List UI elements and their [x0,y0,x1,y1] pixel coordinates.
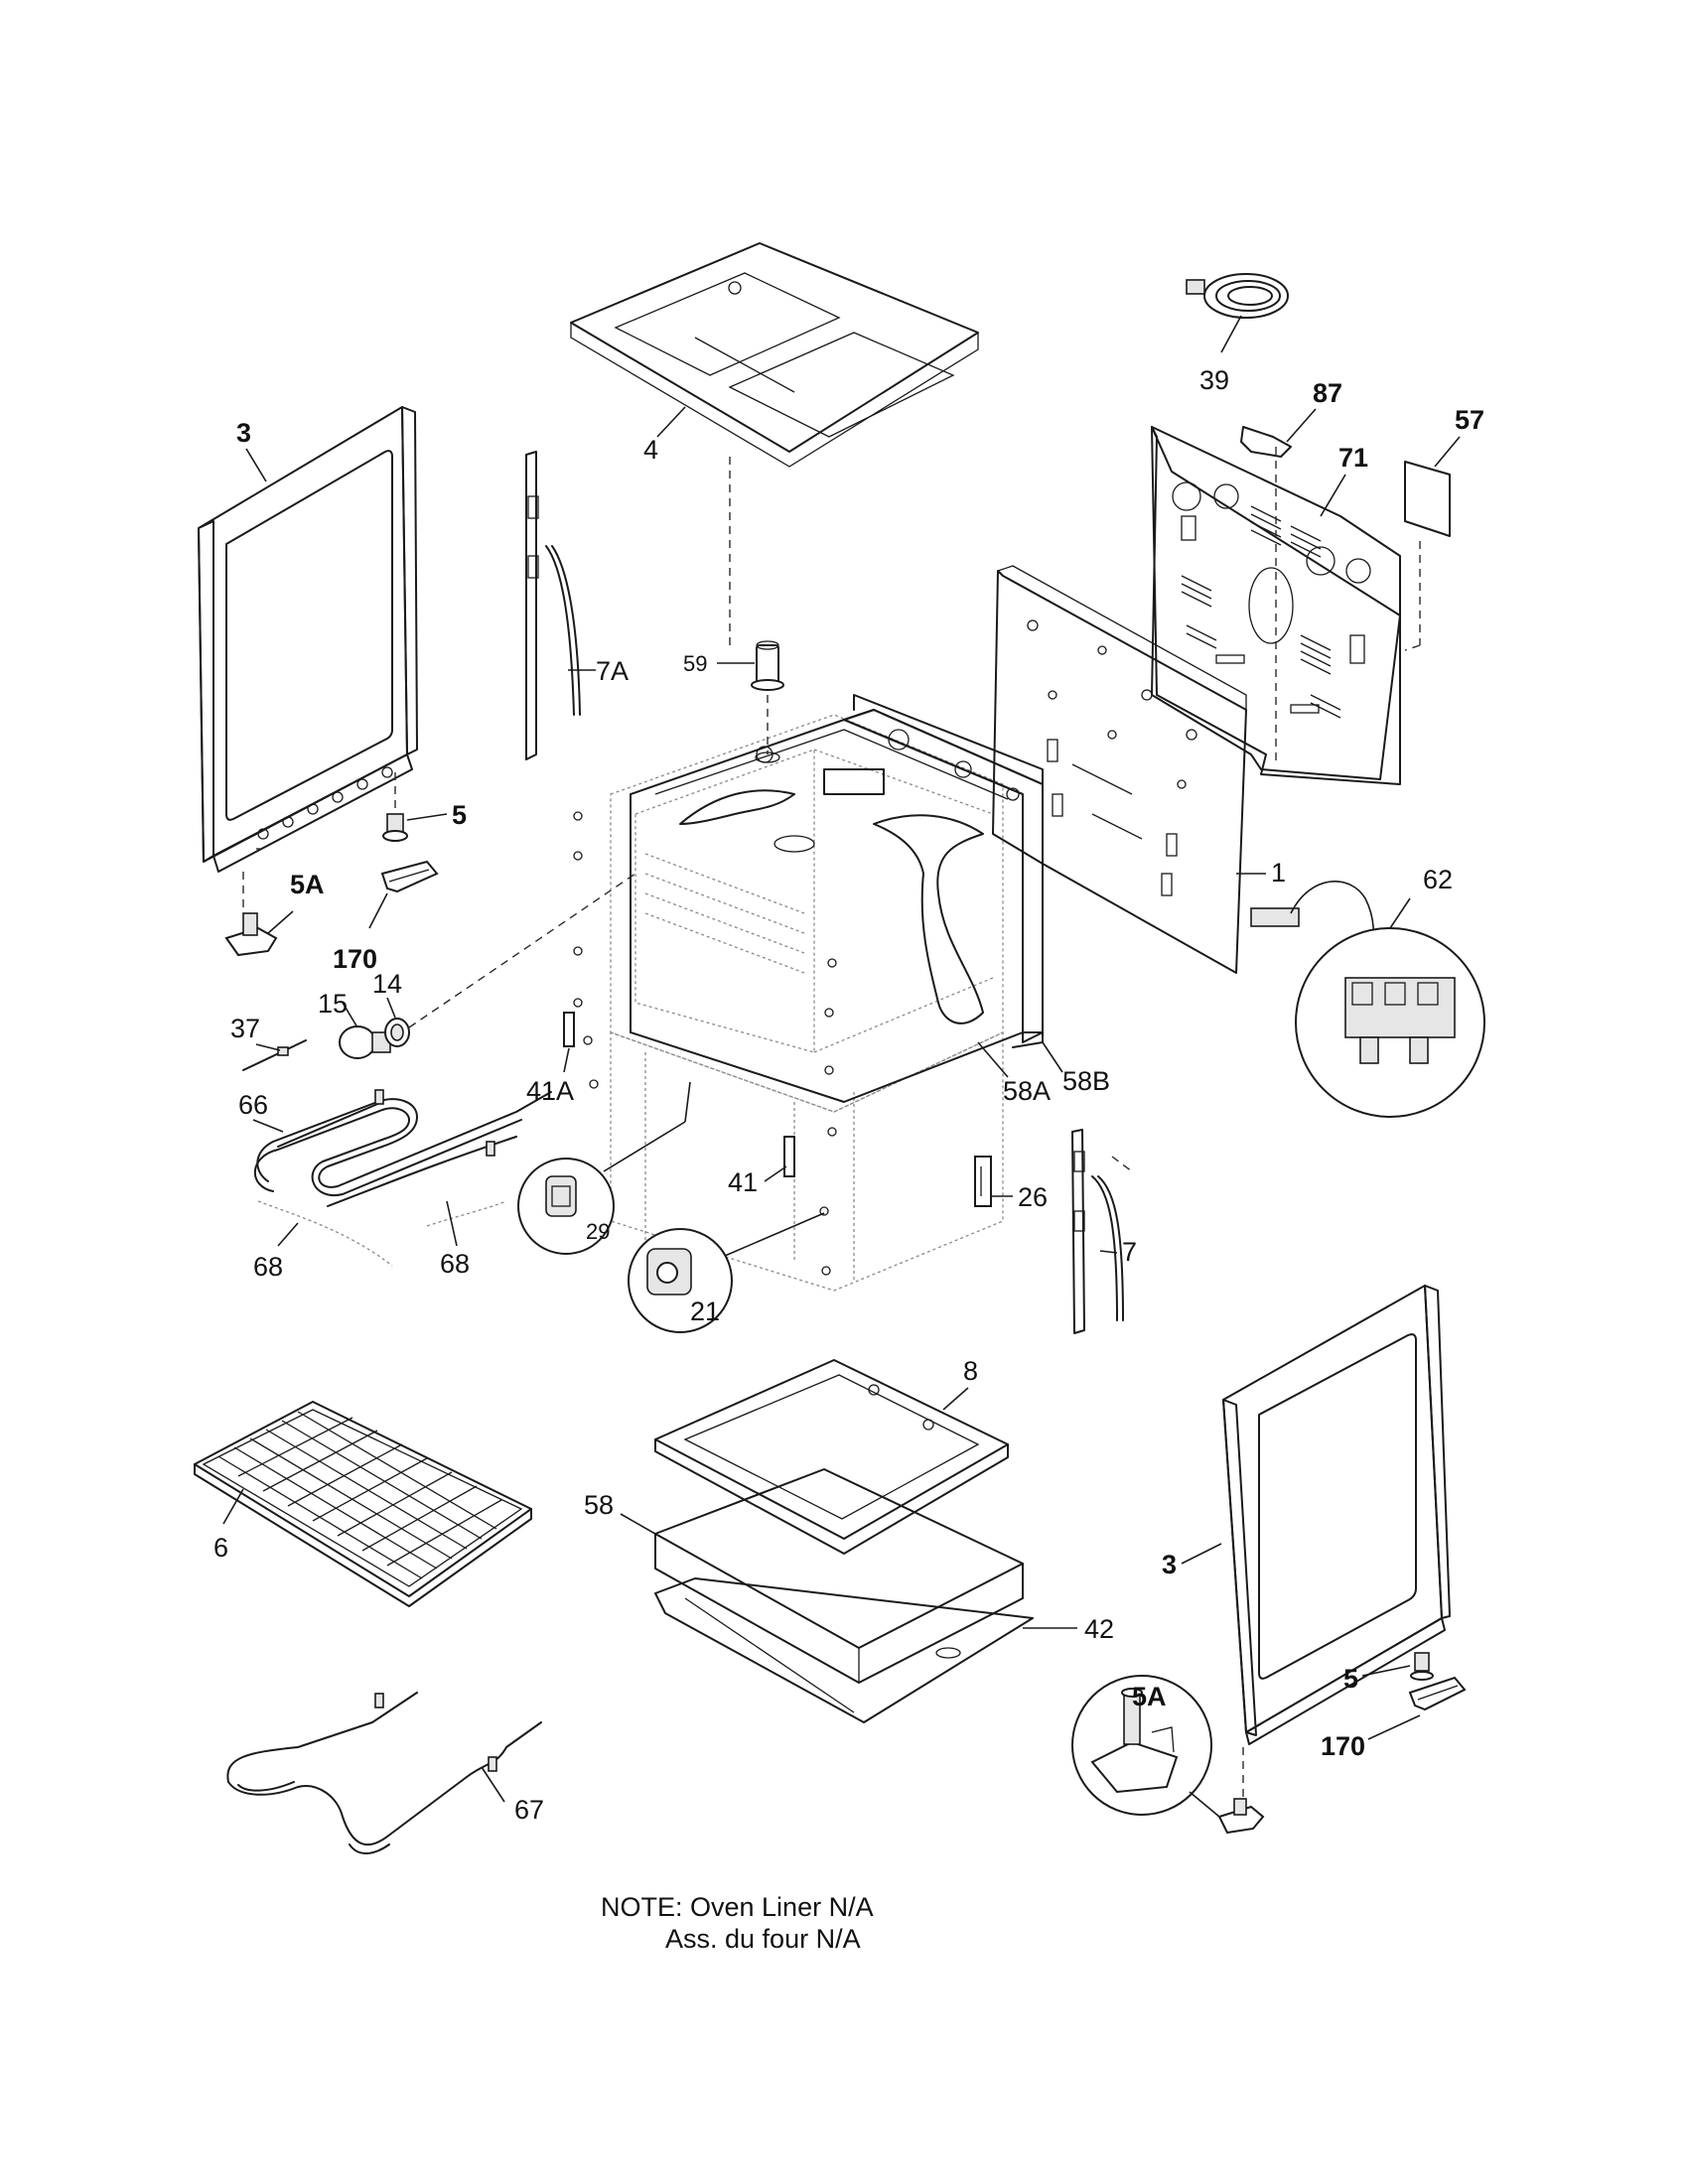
bracket-26-part [974,1156,1013,1207]
label-58b: 58B [1062,1066,1110,1096]
label-7: 7 [1122,1237,1137,1267]
cam-21-callout [628,1212,825,1333]
oven-cavity-part [610,694,1044,1292]
label-59: 59 [683,651,707,676]
label-5-right: 5 [1343,1664,1358,1694]
lamp-part [339,873,636,1059]
note-line-2: Ass. du four N/A [665,1924,861,1954]
label-42: 42 [1084,1614,1114,1644]
side-panel-right-part [1181,1285,1451,1807]
terminal-block-part [1250,881,1485,1118]
bracket-41a-part [563,1012,575,1073]
label-57: 57 [1455,405,1484,435]
vent-tube-part [717,640,784,763]
leveler-left-part [382,813,448,842]
label-87: 87 [1313,378,1342,408]
side-panel-left-part [198,406,418,913]
leg-bracket-left-part [224,910,294,957]
label-15: 15 [318,989,348,1019]
back-panel-part [1151,426,1401,785]
label-3-right: 3 [1162,1550,1177,1579]
label-5-left: 5 [452,800,467,830]
broil-element-part [252,1089,552,1197]
label-3-left: 3 [236,418,251,448]
label-66: 66 [238,1090,268,1120]
bake-element-part [226,1692,542,1854]
label-39: 39 [1199,365,1229,395]
label-6: 6 [213,1533,228,1563]
label-170-left: 170 [333,944,377,974]
insulation-58-part [620,1468,1024,1684]
label-4: 4 [643,435,658,465]
oven-bottom-frame-part [654,1359,1009,1555]
label-58a: 58A [1003,1076,1051,1106]
callout-labels: 3 4 39 87 57 71 7A 59 5 5A 170 15 14 37 … [213,365,1484,1825]
label-5a-left: 5A [290,870,325,899]
label-5a-right: 5A [1132,1682,1167,1711]
sensor-37-part [242,1039,307,1071]
label-29: 29 [586,1219,610,1244]
bracket-41-part [764,1136,795,1182]
label-62: 62 [1423,865,1453,894]
top-panel-part [570,242,979,645]
leg-bracket-right-callout [1071,1675,1265,1835]
bottom-panel-42-part [654,1577,1077,1723]
label-7a: 7A [596,656,629,686]
rear-panel-part [992,565,1266,974]
label-14: 14 [372,969,402,999]
label-41a: 41A [526,1076,574,1106]
label-68-right: 68 [440,1249,470,1279]
rack-support-7-part [1071,1129,1133,1334]
leg-clip-right-part [1367,1676,1467,1740]
label-71: 71 [1338,443,1368,473]
note-block: NOTE: Oven Liner N/A Ass. du four N/A [601,1891,874,1955]
note-line-1: NOTE: Oven Liner N/A [601,1892,874,1922]
label-37: 37 [230,1014,260,1043]
plate-87-part [1240,426,1292,458]
screws-part [573,811,837,1276]
label-8: 8 [963,1356,978,1386]
label-67: 67 [514,1795,544,1825]
label-21: 21 [690,1297,720,1326]
rack-support-7a-part [525,451,596,760]
clip-29-callout [517,1081,691,1255]
leveler-right-part [1361,1652,1434,1681]
label-170-right: 170 [1321,1731,1365,1761]
label-41: 41 [728,1167,758,1197]
power-cord-part [1186,273,1289,353]
wire-68-part [257,1136,517,1267]
oven-rack-part [194,1401,532,1607]
label-68-left: 68 [253,1252,283,1282]
leg-clip-left-part [368,860,439,929]
label-1: 1 [1271,858,1286,887]
label-26: 26 [1018,1182,1048,1212]
label-58: 58 [584,1490,614,1520]
cover-57-part [1404,461,1451,651]
